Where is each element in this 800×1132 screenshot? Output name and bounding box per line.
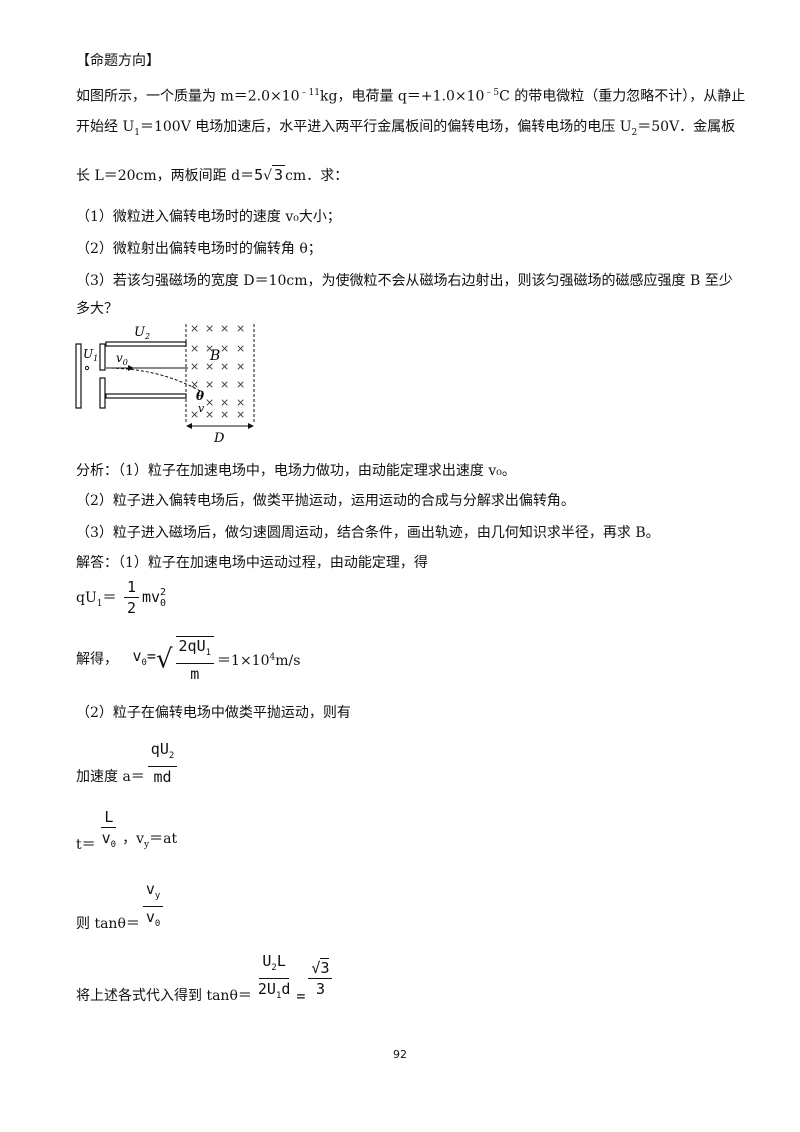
accel-plate-right-lower (99, 377, 106, 409)
solution-1: 解答：（1）粒子在加速电场中运动过程，由动能定理，得 (76, 555, 428, 571)
analysis-3: （3）粒子进入磁场后，做匀速圆周运动，结合条件，画出轨迹，由几何知识求半径，再求… (76, 525, 660, 541)
label-v0: v0 (116, 351, 128, 367)
question-3-cont: 多大？ (76, 301, 118, 317)
analysis-1: 分析：（1）粒子在加速电场中，电场力做功，由动能定理求出速度 v₀。 (76, 463, 516, 479)
svg-text:×: × (220, 396, 229, 409)
svg-text:×: × (190, 342, 199, 355)
label-U1: U1 (83, 347, 98, 363)
v0-arrow (128, 365, 134, 371)
field-crosses: ×××× ×××× ×××× ×××× ××× ×××× (190, 322, 245, 421)
svg-text:×: × (205, 322, 214, 335)
svg-text:×: × (220, 360, 229, 373)
heading: 【命题方向】 (76, 53, 160, 69)
label-theta: θ (196, 389, 204, 403)
svg-text:×: × (205, 408, 214, 421)
problem-line-2: 开始经 U1＝100V 电场加速后，水平进入两平行金属板间的偏转电场，偏转电场的… (76, 119, 736, 138)
svg-text:×: × (220, 322, 229, 335)
label-v: v (198, 402, 205, 415)
svg-text:×: × (190, 408, 199, 421)
accel-plate-right (99, 343, 106, 371)
svg-text:×: × (205, 342, 214, 355)
label-B: B (209, 348, 220, 364)
deflect-plate-top (105, 341, 187, 347)
svg-text:×: × (236, 378, 245, 391)
source-dot (84, 365, 90, 371)
label-U2: U2 (134, 325, 150, 341)
question-1: （1）微粒进入偏转电场时的速度 v₀大小； (76, 209, 341, 225)
svg-text:×: × (220, 378, 229, 391)
label-D: D (213, 431, 225, 446)
svg-text:×: × (220, 408, 229, 421)
svg-text:×: × (190, 322, 199, 335)
svg-text:×: × (220, 342, 229, 355)
dim-arrow-left (186, 423, 192, 429)
solution-2: （2）粒子在偏转电场中做类平抛运动，则有 (76, 705, 351, 721)
svg-text:×: × (236, 342, 245, 355)
svg-text:×: × (190, 378, 199, 391)
question-2: （2）微粒射出偏转电场时的偏转角 θ； (76, 241, 322, 257)
svg-text:×: × (236, 360, 245, 373)
svg-text:×: × (190, 360, 199, 373)
problem-line-1: 如图所示，一个质量为 m＝2.0×10﹣11kg，电荷量 q＝+1.0×10﹣5… (76, 88, 746, 105)
question-3: （3）若该匀强磁场的宽度 D＝10cm，为使微粒不会从磁场右边射出，则该匀强磁场… (76, 273, 733, 289)
trajectory (105, 367, 203, 393)
analysis-2: （2）粒子进入偏转电场后，做类平抛运动，运用运动的合成与分解求出偏转角。 (76, 493, 575, 509)
svg-text:×: × (236, 408, 245, 421)
accel-plate-left (75, 343, 82, 409)
dim-arrow-right (248, 423, 254, 429)
svg-text:×: × (236, 396, 245, 409)
svg-text:×: × (236, 322, 245, 335)
page-number: 92 (393, 1048, 407, 1061)
deflect-plate-bottom (105, 393, 187, 399)
deflection-figure: U1 U2 v0 ×××× ×××× ×××× ×××× ××× ×××× B … (75, 322, 255, 446)
svg-text:×: × (205, 378, 214, 391)
svg-text:×: × (205, 396, 214, 409)
svg-text:×: × (205, 360, 214, 373)
